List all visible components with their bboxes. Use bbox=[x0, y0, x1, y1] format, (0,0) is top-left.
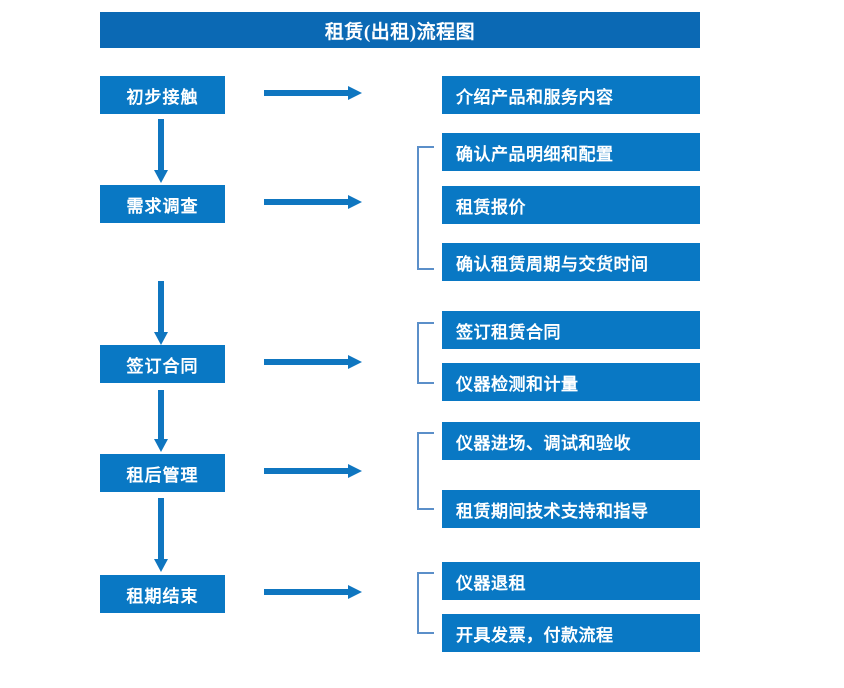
stage-box-4[interactable]: 租后管理 bbox=[100, 454, 225, 492]
detail-box-4-1[interactable]: 仪器进场、调试和验收 bbox=[442, 422, 700, 460]
arrow-down-2 bbox=[154, 281, 168, 345]
detail-box-2-2[interactable]: 租赁报价 bbox=[442, 186, 700, 224]
group-bracket-5 bbox=[417, 572, 434, 634]
arrow-right-4 bbox=[264, 464, 362, 478]
arrow-head bbox=[348, 464, 362, 478]
arrow-right-2 bbox=[264, 195, 362, 209]
group-bracket-3 bbox=[417, 322, 434, 384]
arrow-shaft bbox=[158, 498, 164, 559]
diagram-title: 租赁(出租)流程图 bbox=[100, 12, 700, 48]
arrow-shaft bbox=[264, 90, 348, 96]
arrow-head bbox=[154, 332, 168, 345]
detail-box-2-1[interactable]: 确认产品明细和配置 bbox=[442, 133, 700, 171]
arrow-shaft bbox=[264, 589, 348, 595]
arrow-head bbox=[154, 439, 168, 452]
arrow-shaft bbox=[158, 119, 164, 170]
detail-box-1-1[interactable]: 介绍产品和服务内容 bbox=[442, 76, 700, 114]
detail-box-3-1[interactable]: 签订租赁合同 bbox=[442, 311, 700, 349]
arrow-down-3 bbox=[154, 390, 168, 452]
stage-box-2[interactable]: 需求调查 bbox=[100, 185, 225, 223]
arrow-head bbox=[154, 170, 168, 183]
arrow-down-1 bbox=[154, 119, 168, 183]
arrow-head bbox=[348, 86, 362, 100]
arrow-down-4 bbox=[154, 498, 168, 572]
arrow-right-1 bbox=[264, 86, 362, 100]
arrow-right-5 bbox=[264, 585, 362, 599]
group-bracket-4 bbox=[417, 432, 434, 510]
stage-box-5[interactable]: 租期结束 bbox=[100, 575, 225, 613]
stage-box-1[interactable]: 初步接触 bbox=[100, 76, 225, 114]
arrow-shaft bbox=[264, 359, 348, 365]
arrow-shaft bbox=[158, 281, 164, 332]
arrow-head bbox=[348, 195, 362, 209]
detail-box-4-2[interactable]: 租赁期间技术支持和指导 bbox=[442, 490, 700, 528]
detail-box-2-3[interactable]: 确认租赁周期与交货时间 bbox=[442, 243, 700, 281]
detail-box-3-2[interactable]: 仪器检测和计量 bbox=[442, 363, 700, 401]
arrow-shaft bbox=[264, 199, 348, 205]
stage-box-3[interactable]: 签订合同 bbox=[100, 345, 225, 383]
arrow-head bbox=[154, 559, 168, 572]
detail-box-5-1[interactable]: 仪器退租 bbox=[442, 562, 700, 600]
arrow-shaft bbox=[158, 390, 164, 439]
detail-box-5-2[interactable]: 开具发票，付款流程 bbox=[442, 614, 700, 652]
arrow-shaft bbox=[264, 468, 348, 474]
arrow-head bbox=[348, 355, 362, 369]
arrow-right-3 bbox=[264, 355, 362, 369]
group-bracket-2 bbox=[417, 146, 434, 270]
arrow-head bbox=[348, 585, 362, 599]
